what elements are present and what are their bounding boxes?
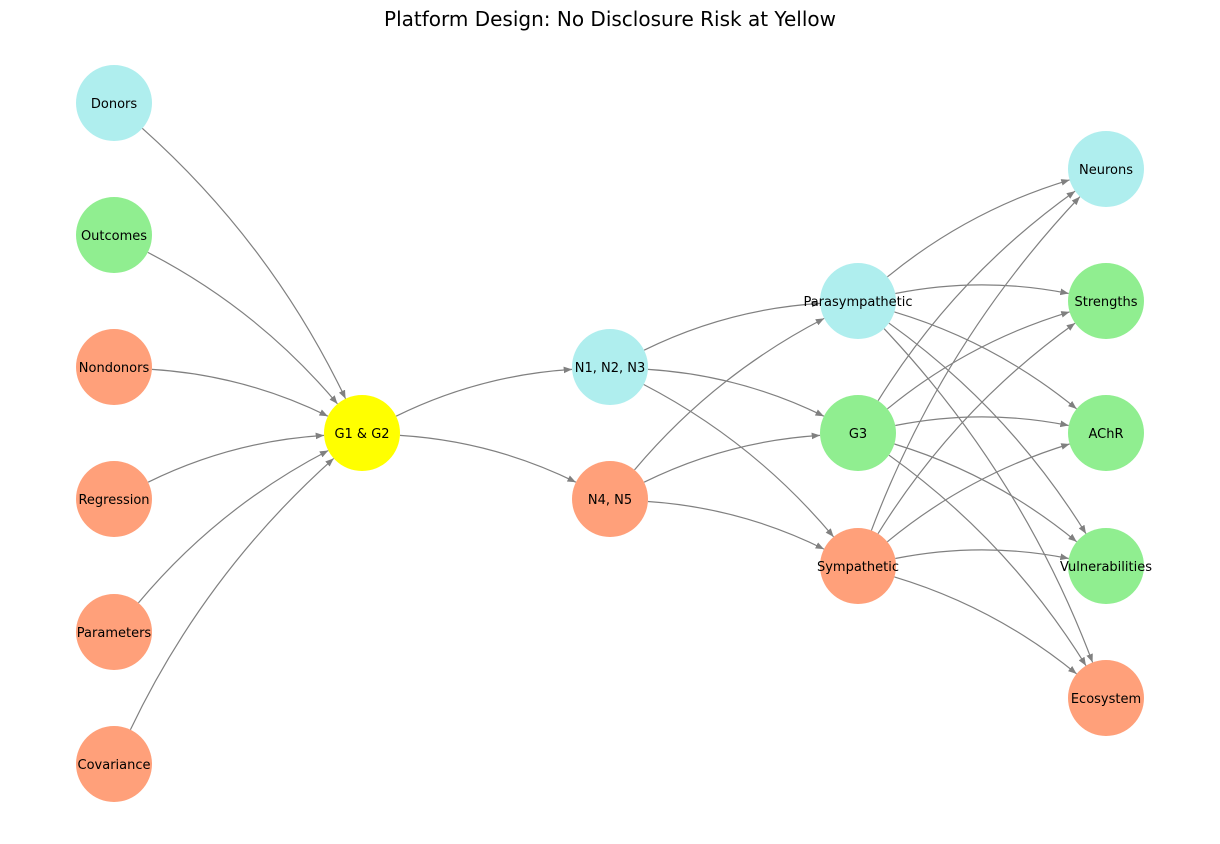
edge-covariance-to-g1g2: [129, 457, 335, 730]
node-circle-achr: [1068, 395, 1144, 471]
node-circle-covariance: [76, 726, 152, 802]
edge-regression-to-g1g2: [147, 432, 325, 483]
edge-n123-to-g3: [647, 368, 825, 417]
edge-g3-to-ecosystem: [888, 454, 1087, 667]
node-circle-g3: [820, 395, 896, 471]
node-label-g3: G3: [849, 427, 867, 442]
edge-donors-to-g1g2: [141, 127, 347, 399]
node-label-covariance: Covariance: [78, 758, 151, 773]
node-label-regression: Regression: [78, 493, 149, 508]
edge-g1g2-to-n45: [399, 434, 577, 483]
node-parasympathetic: Parasympathetic: [803, 263, 913, 339]
edge-sympathetic-to-strengths: [877, 322, 1076, 535]
edge-n45-to-parasympathetic: [634, 317, 825, 471]
node-vulnerabilities: Vulnerabilities: [1060, 528, 1152, 604]
edge-parameters-to-g1g2: [137, 449, 329, 604]
node-regression: Regression: [76, 461, 152, 537]
node-sympathetic: Sympathetic: [817, 528, 899, 604]
edge-g3-to-neurons: [877, 190, 1076, 402]
node-label-nondonors: Nondonors: [79, 361, 150, 376]
diagram-title: Platform Design: No Disclosure Risk at Y…: [384, 7, 836, 31]
edge-parasympathetic-to-vulnerabilities: [888, 322, 1087, 535]
edge-parasympathetic-to-strengths: [895, 284, 1069, 296]
node-outcomes: Outcomes: [76, 197, 152, 273]
edge-parasympathetic-to-achr: [894, 311, 1077, 410]
node-label-donors: Donors: [91, 97, 138, 112]
edge-sympathetic-to-neurons: [870, 196, 1081, 531]
edge-sympathetic-to-vulnerabilities: [895, 549, 1069, 561]
node-label-sympathetic: Sympathetic: [817, 560, 899, 575]
node-g1g2: G1 & G2: [324, 395, 400, 471]
node-label-n123: N1, N2, N3: [575, 361, 646, 376]
node-parameters: Parameters: [76, 594, 152, 670]
node-donors: Donors: [76, 65, 152, 141]
node-covariance: Covariance: [76, 726, 152, 802]
node-label-achr: AChR: [1088, 427, 1123, 442]
node-n45: N4, N5: [572, 461, 648, 537]
node-ecosystem: Ecosystem: [1068, 660, 1144, 736]
node-label-g1g2: G1 & G2: [334, 427, 389, 442]
node-circle-parameters: [76, 594, 152, 670]
node-circle-regression: [76, 461, 152, 537]
edge-sympathetic-to-ecosystem: [894, 576, 1077, 675]
edge-parasympathetic-to-neurons: [887, 179, 1070, 278]
node-label-outcomes: Outcomes: [81, 229, 147, 244]
node-circle-sympathetic: [820, 528, 896, 604]
edge-sympathetic-to-achr: [886, 443, 1070, 543]
edge-n45-to-sympathetic: [647, 500, 825, 550]
node-label-ecosystem: Ecosystem: [1071, 692, 1141, 707]
edge-nondonors-to-g1g2: [151, 368, 329, 417]
node-label-neurons: Neurons: [1079, 163, 1133, 178]
node-n123: N1, N2, N3: [572, 329, 648, 405]
node-circle-n123: [572, 329, 648, 405]
node-label-parasympathetic: Parasympathetic: [803, 295, 912, 310]
node-g3: G3: [820, 395, 896, 471]
node-circle-outcomes: [76, 197, 152, 273]
edge-outcomes-to-g1g2: [147, 251, 338, 405]
edge-layer: [129, 127, 1094, 730]
node-circle-ecosystem: [1068, 660, 1144, 736]
node-circle-g1g2: [324, 395, 400, 471]
edge-parasympathetic-to-ecosystem: [883, 328, 1094, 663]
node-circle-n45: [572, 461, 648, 537]
edge-g3-to-strengths: [887, 311, 1070, 410]
node-circle-nondonors: [76, 329, 152, 405]
node-label-strengths: Strengths: [1074, 295, 1137, 310]
node-label-n45: N4, N5: [588, 493, 632, 508]
edge-n123-to-sympathetic: [643, 383, 835, 538]
edge-g3-to-achr: [895, 416, 1069, 428]
node-neurons: Neurons: [1068, 131, 1144, 207]
node-circle-donors: [76, 65, 152, 141]
edge-n45-to-g3: [643, 432, 821, 483]
node-label-parameters: Parameters: [77, 626, 152, 641]
node-nondonors: Nondonors: [76, 329, 152, 405]
node-layer: DonorsOutcomesNondonorsRegressionParamet…: [76, 65, 1152, 802]
edge-g3-to-vulnerabilities: [894, 443, 1078, 543]
edge-g1g2-to-n123: [395, 366, 573, 417]
node-circle-strengths: [1068, 263, 1144, 339]
node-label-vulnerabilities: Vulnerabilities: [1060, 560, 1152, 575]
node-circle-neurons: [1068, 131, 1144, 207]
node-strengths: Strengths: [1068, 263, 1144, 339]
node-circle-parasympathetic: [820, 263, 896, 339]
node-circle-vulnerabilities: [1068, 528, 1144, 604]
node-achr: AChR: [1068, 395, 1144, 471]
edge-n123-to-parasympathetic: [643, 300, 821, 351]
